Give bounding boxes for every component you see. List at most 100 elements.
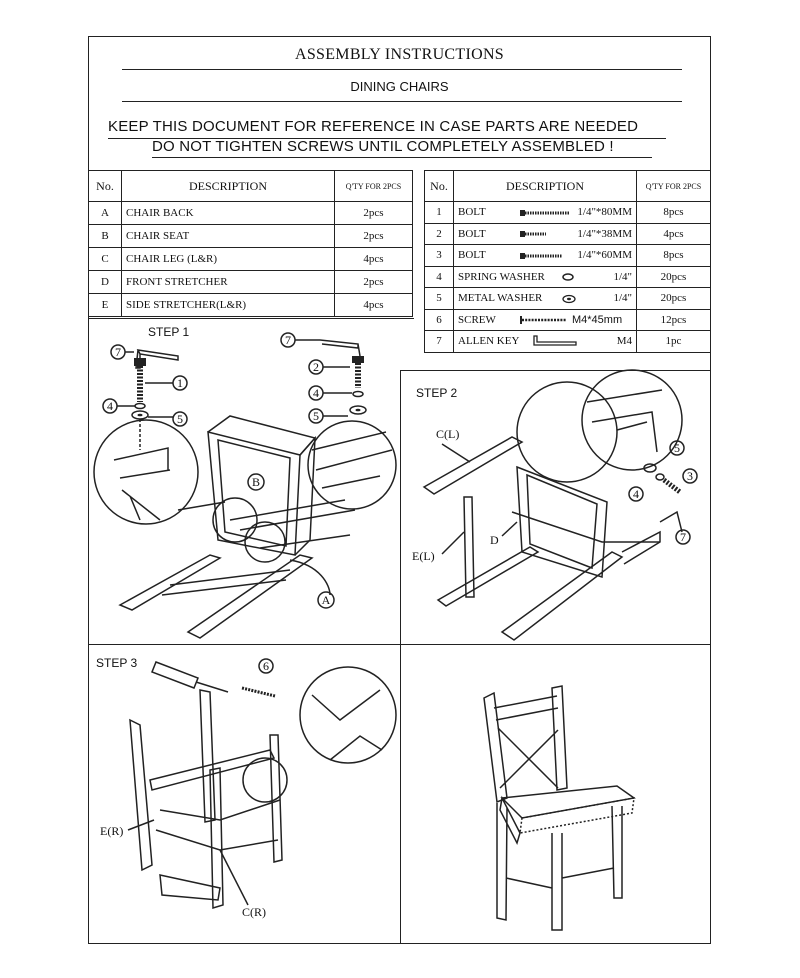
hw-no: 3 (424, 244, 454, 267)
part-qty: 4pcs (334, 247, 413, 271)
hw-no: 6 (424, 308, 454, 331)
callout: 5 (313, 409, 319, 423)
finished-chair-illustration (483, 685, 636, 931)
step-2-illustration: C(L) E(L) D 5 4 3 7 (412, 369, 698, 641)
hw-qty: 4pcs (636, 222, 711, 245)
hw-no: 7 (424, 330, 454, 353)
part-no: E (88, 293, 122, 317)
hw-qty: 20pcs (636, 287, 711, 310)
callout: 5 (177, 412, 183, 426)
divider (122, 69, 682, 70)
document-subtitle: DINING CHAIRS (350, 79, 449, 94)
panel-divider (88, 318, 414, 319)
metal-washer-icon (562, 294, 576, 303)
callout: 2 (313, 360, 319, 374)
callout: C(L) (436, 427, 459, 441)
table-row: 2 BOLT 1/4"*38MM 4pcs (424, 222, 711, 245)
hw-spec: 1/4"*38MM (577, 227, 632, 240)
step-3-illustration: 6 E(R) C(R) (100, 658, 397, 919)
divider (122, 101, 682, 102)
hw-desc: ALLEN KEY (458, 335, 520, 348)
hw-spec: 1/4" (613, 292, 632, 305)
table-row: A CHAIR BACK 2pcs (88, 201, 413, 225)
col-header-no: No. (88, 170, 122, 202)
panel-divider (400, 370, 401, 944)
step-3-label: STEP 3 (96, 656, 138, 670)
part-desc: SIDE STRETCHER(L&R) (121, 293, 335, 317)
hw-qty: 8pcs (636, 244, 711, 267)
allen-key-icon (533, 335, 577, 347)
callout: 4 (633, 487, 639, 501)
callout: 7 (680, 530, 686, 544)
document-title: ASSEMBLY INSTRUCTIONS (294, 46, 505, 63)
step-2-label: STEP 2 (416, 386, 458, 400)
hw-no: 1 (424, 201, 454, 224)
panel-divider (400, 370, 711, 371)
table-row: 6 SCREW M4*45mm 12pcs (424, 308, 711, 331)
callout: 7 (285, 333, 291, 347)
callout: 4 (107, 399, 113, 413)
callout: 6 (263, 659, 269, 673)
hw-qty: 1pc (636, 330, 711, 353)
callout: 5 (674, 441, 680, 455)
hw-spec: 1/4"*60MM (577, 249, 632, 262)
divider (152, 157, 652, 158)
callout: D (490, 533, 499, 547)
hw-desc: SCREW (458, 313, 496, 326)
col-header-no: No. (424, 170, 454, 202)
step-1-illustration: 7 1 4 5 B A 7 2 4 5 (93, 332, 397, 639)
callout: E(L) (412, 549, 435, 563)
callout: A (322, 593, 331, 607)
callout: 7 (115, 345, 121, 359)
table-row: E SIDE STRETCHER(L&R) 4pcs (88, 293, 413, 317)
col-header-qty: Q'TY FOR 2PCS (334, 170, 413, 202)
hw-desc: SPRING WASHER (458, 270, 545, 283)
col-header-description: DESCRIPTION (121, 170, 335, 202)
hw-no: 2 (424, 222, 454, 245)
hw-no: 4 (424, 265, 454, 288)
table-row: C CHAIR LEG (L&R) 4pcs (88, 247, 413, 271)
screw-icon (520, 316, 566, 325)
bolt-icon (520, 252, 562, 259)
step-1-label: STEP 1 (148, 325, 190, 339)
part-qty: 2pcs (334, 201, 413, 225)
table-row: D FRONT STRETCHER 2pcs (88, 270, 413, 294)
hw-spec: 1/4" (613, 270, 632, 283)
part-desc: CHAIR LEG (L&R) (121, 247, 335, 271)
table-row: 7 ALLEN KEY M4 1pc (424, 330, 711, 353)
table-row: B CHAIR SEAT 2pcs (88, 224, 413, 248)
table-row: 4 SPRING WASHER 1/4" 20pcs (424, 265, 711, 288)
hw-spec: 1/4"*80MM (577, 206, 632, 219)
part-no: B (88, 224, 122, 248)
divider (108, 138, 666, 139)
hw-spec: M4*45mm (572, 313, 623, 326)
callout: 1 (177, 376, 183, 390)
part-desc: FRONT STRETCHER (121, 270, 335, 294)
part-no: A (88, 201, 122, 225)
hw-desc: BOLT (458, 249, 486, 262)
col-header-description: DESCRIPTION (453, 170, 637, 202)
warning-line-1: KEEP THIS DOCUMENT FOR REFERENCE IN CASE… (108, 118, 639, 135)
part-desc: CHAIR BACK (121, 201, 335, 225)
hw-desc: METAL WASHER (458, 292, 543, 305)
callout: E(R) (100, 824, 123, 838)
bolt-icon (520, 231, 546, 238)
hw-desc: BOLT (458, 206, 486, 219)
hw-qty: 20pcs (636, 265, 711, 288)
hardware-table: No. DESCRIPTION Q'TY FOR 2PCS 1 BOLT 1/4"… (424, 170, 711, 353)
spring-washer-icon (562, 273, 574, 281)
part-qty: 2pcs (334, 224, 413, 248)
callout: 3 (687, 469, 693, 483)
callout: 4 (313, 386, 319, 400)
hw-desc: BOLT (458, 227, 486, 240)
hw-qty: 12pcs (636, 308, 711, 331)
panel-divider (88, 644, 711, 645)
col-header-qty: Q'TY FOR 2PCS (636, 170, 711, 202)
part-no: C (88, 247, 122, 271)
bolt-icon (520, 209, 570, 216)
callout: C(R) (242, 905, 266, 919)
part-qty: 4pcs (334, 293, 413, 317)
hw-spec: M4 (616, 335, 632, 348)
